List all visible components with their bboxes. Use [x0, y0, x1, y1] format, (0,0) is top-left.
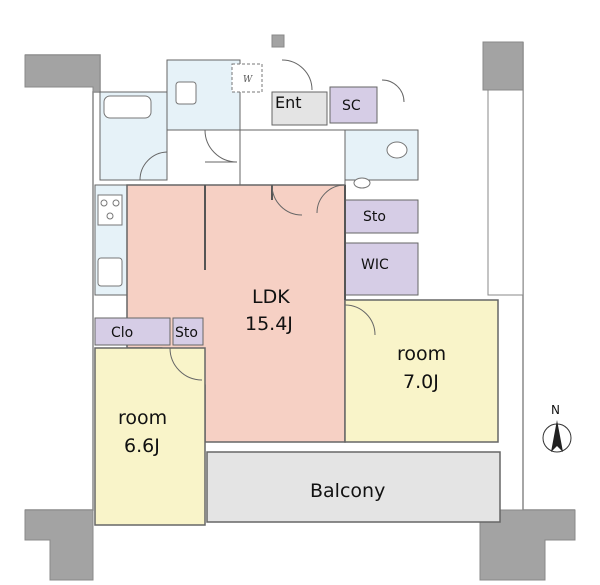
door-swings	[139, 59, 405, 381]
column-ne	[482, 41, 524, 91]
bathtub-icon	[103, 95, 152, 119]
closet-area	[94, 317, 171, 346]
hand-basin-icon	[353, 177, 371, 189]
shoe-closet-label: SC	[342, 98, 361, 114]
structural-columns	[24, 34, 576, 581]
storage-upper-label: Sto	[363, 209, 386, 225]
column-se	[479, 509, 576, 581]
room-east-name: room	[397, 343, 446, 365]
washbasin-icon	[175, 81, 197, 105]
room-east-size: 7.0J	[403, 371, 439, 393]
balcony-area	[206, 451, 501, 523]
entrance-label: Ent	[275, 93, 302, 112]
storage-lower-label: Sto	[175, 325, 198, 341]
toilet-icon	[386, 141, 408, 159]
column-east-wall	[487, 89, 524, 296]
room-east-area	[344, 299, 499, 443]
shoe-closet-area	[329, 86, 378, 124]
room-west-size: 6.6J	[124, 435, 160, 457]
room-west-name: room	[118, 407, 167, 429]
storage-upper-area	[344, 199, 419, 234]
storage-areas	[94, 86, 419, 346]
hallway	[239, 91, 346, 186]
wet-areas	[94, 59, 419, 296]
washer-spot-icon	[231, 63, 263, 93]
balcony-label: Balcony	[310, 480, 385, 502]
washer-mark: W	[243, 75, 253, 85]
compass-label: N	[551, 403, 560, 417]
kitchen-sink-icon	[97, 257, 123, 287]
room-west-area	[94, 347, 206, 526]
column-sw	[24, 509, 94, 581]
ldk-size: 15.4J	[245, 313, 293, 335]
wic-label: WIC	[361, 257, 389, 273]
closet-label: Clo	[111, 325, 133, 341]
compass-icon: N	[542, 403, 572, 453]
column-nw	[24, 54, 101, 93]
ldk-name: LDK	[252, 286, 290, 308]
stove-icon	[97, 194, 123, 226]
storage-lower-area	[172, 317, 204, 346]
toilet	[344, 129, 419, 181]
column-mid	[271, 34, 285, 48]
